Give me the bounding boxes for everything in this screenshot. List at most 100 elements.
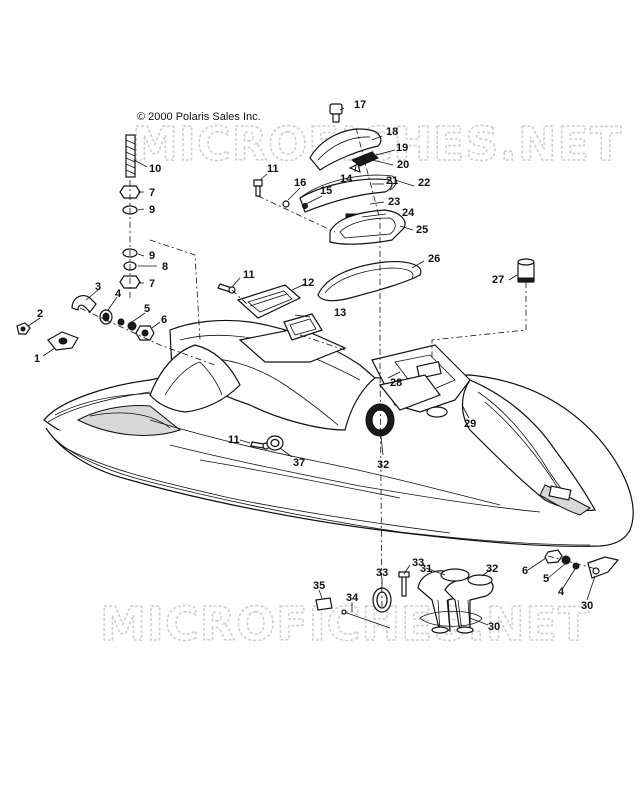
leader-28 [387, 371, 401, 379]
leader-16 [287, 187, 301, 201]
jet-tube-32-33 [417, 568, 494, 634]
vent-cover-12 [236, 284, 302, 319]
callout-2: 2 [37, 308, 43, 320]
callout-11c: 11 [228, 434, 240, 446]
vent13-centerline [299, 334, 346, 351]
callout-11b: 11 [243, 269, 255, 281]
leader-11b [231, 277, 241, 288]
leader-15 [305, 195, 323, 205]
washer-5-left [117, 318, 125, 326]
bracket-1 [47, 331, 79, 351]
leader-5 [131, 312, 146, 323]
hull-body [43, 319, 634, 547]
leader-30 [586, 575, 596, 601]
callout-23: 23 [388, 196, 400, 208]
nut-6-right [544, 549, 563, 564]
callout-15: 15 [320, 185, 332, 197]
nut-7-upper [119, 185, 141, 199]
leader-32a [425, 567, 446, 576]
callout-30: 30 [581, 600, 593, 612]
callout-12: 12 [302, 277, 314, 289]
callout-6b: 6 [522, 565, 528, 577]
callout-6a: 6 [161, 314, 167, 326]
callout-8: 8 [162, 261, 168, 273]
stud-path-centerline [149, 239, 201, 341]
leader-23 [369, 201, 385, 205]
leader-3 [85, 289, 99, 301]
callout-19: 19 [396, 142, 408, 154]
callout-36: 35 [313, 580, 325, 592]
leader-17 [339, 107, 345, 111]
callout-5b: 5 [543, 573, 549, 585]
leader-2 [27, 317, 41, 327]
cap-27 [517, 258, 535, 283]
grommet-37 [266, 435, 284, 451]
callout-22: 22 [418, 177, 430, 189]
callout-29: 29 [464, 418, 476, 430]
callout-10: 10 [149, 163, 161, 175]
callout-11a: 11 [267, 163, 279, 175]
callout-14: 14 [340, 173, 353, 185]
callout-4b: 4 [558, 586, 565, 598]
leader-6b [527, 557, 547, 571]
watermark-bottom: MICROFICHES.NET [100, 597, 590, 651]
rear-bracket-centerline [547, 555, 601, 571]
screw-11-mid [217, 283, 236, 294]
copyright-text: © 2000 Polaris Sales Inc. [137, 111, 261, 123]
leader-4b [562, 568, 576, 589]
leader-9b [137, 253, 145, 257]
washer-5b-left [127, 321, 137, 331]
screw-11-top [253, 179, 263, 197]
leader-32b [481, 569, 491, 577]
leader-13 [294, 314, 311, 318]
leader-31 [469, 617, 489, 626]
leader-4 [107, 296, 118, 311]
leader-24 [361, 213, 387, 218]
callout-32b: 32 [486, 563, 498, 575]
vent-cover-13 [283, 313, 323, 341]
washer-15 [302, 203, 308, 209]
bracket-30 [587, 556, 620, 579]
leader-27 [508, 274, 518, 281]
hose-fitting-3 [71, 295, 97, 313]
leader-29 [461, 404, 470, 419]
nut-6-left-hole [141, 329, 149, 337]
callout-7b: 7 [149, 278, 155, 290]
band-clamp-31 [419, 610, 483, 627]
washer-16 [282, 200, 290, 208]
seal-22 [299, 174, 397, 199]
leader-1 [42, 347, 56, 357]
leader-25 [399, 225, 414, 231]
leader-6 [151, 321, 161, 329]
leader-19 [375, 149, 396, 156]
bin-25 [329, 209, 406, 245]
leader-22 [394, 179, 415, 187]
leader-37 [279, 447, 293, 458]
latch-19-20 [348, 151, 379, 173]
callout-13: 13 [334, 307, 346, 319]
callout-32a: 31 [420, 563, 432, 575]
screw-2 [16, 322, 31, 335]
vertical-assembly-centerline [355, 127, 383, 611]
leader-36 [318, 589, 323, 599]
callout-4a: 4 [115, 288, 122, 300]
callout-7a: 7 [149, 187, 155, 199]
callout-17: 17 [354, 99, 366, 111]
callout-9a: 9 [149, 204, 155, 216]
callout-33b: 33 [412, 557, 424, 569]
callout-31: 30 [488, 621, 500, 633]
leader-14 [354, 164, 357, 173]
seal-ring-26 [317, 261, 422, 302]
callout-18: 18 [386, 126, 398, 138]
callout-35: 34 [346, 592, 359, 604]
leader-33b [403, 564, 411, 575]
bin-centerline [257, 195, 336, 233]
vent12-centerline [231, 289, 249, 306]
leader-26 [411, 260, 425, 269]
callout-20: 20 [397, 159, 409, 171]
callout-24: 24 [402, 207, 415, 219]
callout-28: 28 [390, 377, 402, 389]
callout-1: 1 [34, 353, 40, 365]
